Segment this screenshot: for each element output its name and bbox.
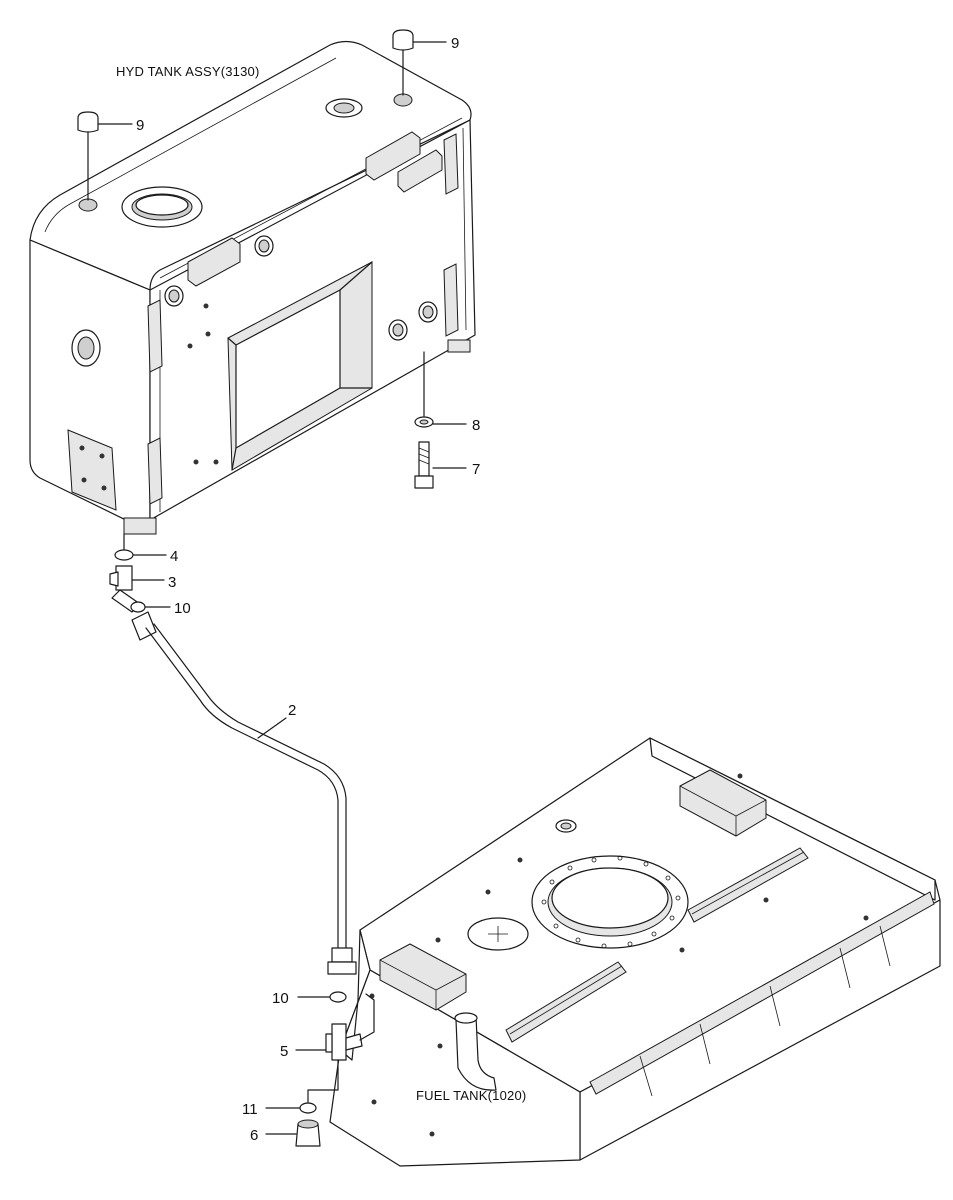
- fittings-lower: [265, 991, 375, 1147]
- hose-2: [145, 623, 357, 975]
- label-fuel-tank: FUEL TANK(1020): [416, 1088, 526, 1103]
- callout-10-lower: 10: [272, 990, 289, 1007]
- callout-4: 4: [170, 548, 178, 565]
- cap-9-right: [392, 29, 447, 96]
- callout-9-right: 9: [451, 35, 459, 52]
- hyd-tank: [29, 40, 476, 535]
- callout-8: 8: [472, 417, 480, 434]
- cap-9-left: [77, 111, 133, 201]
- callout-5: 5: [280, 1043, 288, 1060]
- callout-6: 6: [250, 1127, 258, 1144]
- label-hyd-tank: HYD TANK ASSY(3130): [116, 64, 260, 79]
- callout-2: 2: [288, 702, 296, 719]
- callout-9-left: 9: [136, 117, 144, 134]
- fuel-tank: [329, 737, 941, 1167]
- fittings-upper: [109, 533, 171, 641]
- callout-3: 3: [168, 574, 176, 591]
- callout-11: 11: [242, 1101, 258, 1118]
- callout-10-upper: 10: [174, 600, 191, 617]
- washer-8-bolt-7: [414, 351, 467, 489]
- callout-7: 7: [472, 461, 480, 478]
